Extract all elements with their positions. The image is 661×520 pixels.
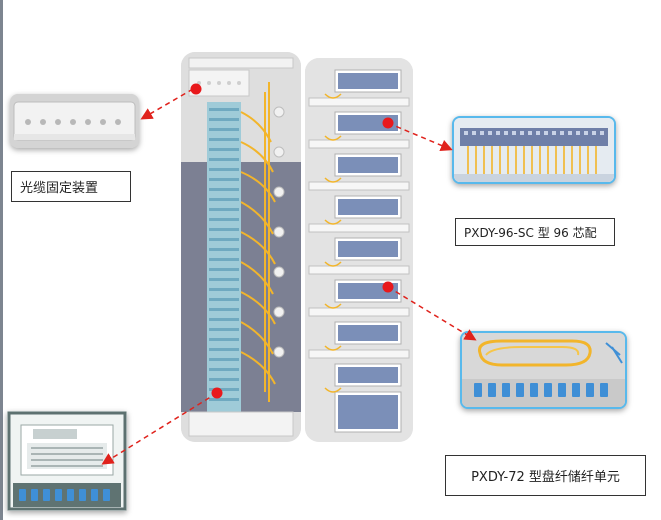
marker-cable-fixing bbox=[190, 83, 202, 95]
callout-arrow-distribution-unit bbox=[387, 122, 453, 152]
storage-unit-photo bbox=[460, 331, 627, 409]
cable-fixing-label: 光缆固定装置 bbox=[11, 171, 131, 202]
callout-arrow-storage-unit bbox=[387, 286, 477, 341]
cable-fixing-device-photo bbox=[10, 94, 139, 148]
callout-arrow-fiber-tray bbox=[101, 392, 218, 465]
marker-fiber-tray bbox=[211, 387, 223, 399]
callout-arrow-cable-fixing bbox=[140, 88, 194, 120]
distribution-unit-photo bbox=[452, 116, 616, 184]
left-edge-rule bbox=[0, 0, 3, 520]
right-cabinet-photo bbox=[305, 58, 413, 442]
marker-distribution-unit bbox=[382, 117, 394, 129]
storage-unit-label: PXDY-72 型盘纤储纤单元 bbox=[445, 455, 646, 496]
marker-storage-unit bbox=[382, 281, 394, 293]
left-cabinet-photo bbox=[181, 52, 301, 442]
distribution-unit-label: PXDY-96-SC 型 96 芯配 bbox=[455, 218, 615, 246]
